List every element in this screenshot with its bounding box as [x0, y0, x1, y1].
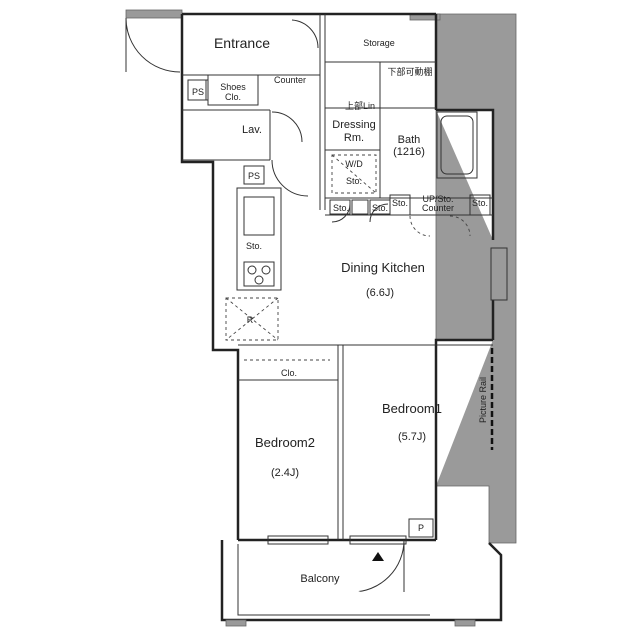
- label-upper-shelf-jp: 下部可動棚: [387, 66, 432, 77]
- label-lav: Lav.: [242, 124, 262, 136]
- label-ps-1: PS: [192, 87, 204, 97]
- label-sto-c: Sto.: [392, 198, 408, 208]
- label-bedroom1: Bedroom1: [382, 401, 442, 416]
- label-dressing-2: Rm.: [344, 132, 364, 144]
- label-bath-1: Bath: [398, 134, 421, 146]
- balcony-area: [220, 540, 503, 627]
- label-balcony: Balcony: [300, 573, 340, 585]
- label-dining-kitchen-size: (6.6J): [366, 287, 394, 299]
- label-up-sto-2: Counter: [422, 203, 454, 213]
- label-bedroom2-size: (2.4J): [271, 467, 299, 479]
- label-bedroom2: Bedroom2: [255, 435, 315, 450]
- label-sto-wd: Sto.: [346, 176, 362, 186]
- outer-walls: [180, 12, 495, 542]
- label-refrigerator: R: [247, 315, 254, 325]
- label-kitchen-sto: Sto.: [246, 241, 262, 251]
- label-dining-kitchen: Dining Kitchen: [341, 260, 425, 275]
- label-sto-a: Sto.: [333, 203, 349, 213]
- label-clo: Clo.: [281, 368, 297, 378]
- label-bath-2: (1216): [393, 146, 425, 158]
- label-counter: Counter: [274, 75, 306, 85]
- label-sto-d: Sto.: [472, 198, 488, 208]
- label-dressing-1: Dressing: [332, 119, 375, 131]
- door-swings: [125, 17, 471, 593]
- label-p: P: [418, 523, 424, 533]
- room-labels: Entrance Storage Shoes Clo. Counter PS L…: [192, 35, 488, 585]
- label-sto-b: Sto.: [372, 203, 388, 213]
- label-up-sto-1: UP/Sto.: [422, 194, 453, 204]
- label-storage: Storage: [363, 38, 395, 48]
- interior-walls: [182, 14, 508, 545]
- label-shoes-clo-1: Shoes: [220, 82, 246, 92]
- label-entrance: Entrance: [214, 35, 270, 51]
- label-upper-lin: 上部Lin: [345, 100, 375, 111]
- label-picture-rail: Picture Rail: [478, 377, 488, 423]
- label-ps-2: PS: [248, 171, 260, 181]
- label-bedroom1-size: (5.7J): [398, 431, 426, 443]
- label-shoes-clo-2: Clo.: [225, 92, 241, 102]
- label-wd: W/D: [345, 159, 363, 169]
